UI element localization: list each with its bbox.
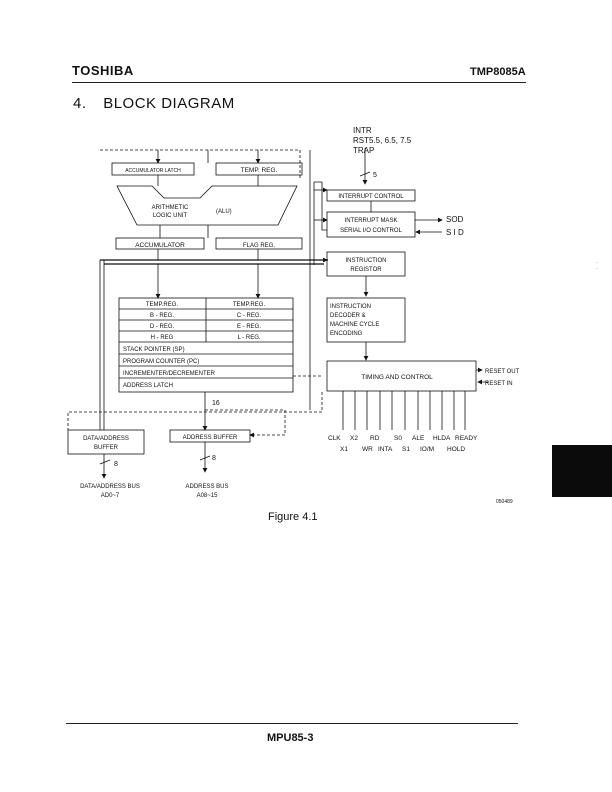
signal-iom: IO/M	[420, 446, 434, 453]
accumulator-latch-label: ACCUMULATOR LATCH	[125, 168, 181, 174]
signal-x2: X2	[350, 435, 358, 442]
data-address-buffer-label-2: BUFFER	[94, 445, 119, 451]
alu-label-1: ARITHMETIC	[152, 205, 189, 211]
alu-shape	[116, 185, 298, 226]
signal-rd: RD	[370, 435, 380, 442]
decoder-label-1: INSTRUCTION	[330, 304, 371, 310]
section-number: 4.	[73, 95, 87, 112]
flag-reg-label: FLAG REG.	[243, 243, 275, 249]
register-left-1: B - REG.	[150, 313, 174, 319]
trap-label: TRAP	[353, 146, 374, 155]
accumulator-label: ACCUMULATOR	[135, 242, 185, 249]
block-diagram: INTR RST5.5, 6.5, 7.5 TRAP 5 ACCUMULATOR…	[67, 126, 520, 505]
signal-wr: WR	[362, 446, 373, 453]
reset-out-label: RESET OUT	[485, 369, 520, 375]
timing-control-label: TIMING AND CONTROL	[361, 374, 433, 381]
signal-s0: S0	[394, 435, 402, 442]
register-right-0: TEMP.REG.	[233, 302, 266, 308]
data-address-buffer-box	[67, 429, 145, 455]
figure-caption: Figure 4.1	[268, 511, 318, 523]
brand-logo: TOSHIBA	[72, 63, 134, 78]
program-counter-row: PROGRAM COUNTER (PC)	[123, 359, 199, 365]
part-number: TMP8085A	[470, 66, 526, 78]
signal-inta: INTA	[378, 446, 393, 453]
temp-reg-label: TEMP. REG.	[241, 167, 278, 174]
stack-pointer-row: STACK POINTER (SP)	[123, 347, 185, 353]
interrupt-mask-label-2: SERIAL I/O CONTROL	[340, 228, 402, 234]
signal-s1: S1	[402, 446, 410, 453]
bus-width-low: 8	[114, 461, 118, 468]
rst-label: RST5.5, 6.5, 7.5	[353, 136, 412, 145]
accumulator-latch-box	[111, 162, 195, 176]
alu-abbr-label: (ALU)	[216, 209, 232, 215]
register-right-3: L - REG.	[237, 335, 260, 341]
data-address-bus-label-2: AD0~7	[101, 493, 120, 499]
register-left-3: H - REG	[151, 335, 174, 341]
section-heading: 4. BLOCK DIAGRAM	[73, 95, 235, 112]
signal-hlda: HLDA	[433, 435, 451, 442]
incrementer-row: INCREMENTER/DECREMENTER	[123, 371, 216, 377]
alu-label-2: LOGIC UNIT	[153, 213, 188, 219]
address-buffer-label: ADDRESS BUFFER	[183, 435, 238, 441]
sod-label: SOD	[446, 215, 464, 224]
section-tab-marker	[552, 445, 612, 497]
signal-x1: X1	[340, 446, 348, 453]
signal-hold: HOLD	[447, 446, 465, 453]
header-rule	[72, 82, 526, 83]
figure-code: 050489	[496, 499, 513, 505]
section-title: BLOCK DIAGRAM	[103, 95, 235, 112]
decoder-label-4: ENCODING	[330, 331, 363, 337]
interrupt-bus-width: 5	[373, 172, 377, 179]
edge-mark: ··	[596, 260, 598, 272]
decoder-label-3: MACHINE CYCLE	[330, 322, 379, 328]
interrupt-control-label: INTERRUPT CONTROL	[338, 194, 404, 200]
footer-rule	[66, 723, 518, 724]
interrupt-mask-label-1: INTERRUPT MASK	[345, 218, 398, 224]
address-buffer-box	[169, 429, 251, 443]
data-address-bus-label-1: DATA/ADDRESS BUS	[80, 484, 140, 490]
reset-in-label: RESET IN	[485, 381, 513, 387]
sid-label: S I D	[446, 228, 464, 237]
register-left-0: TEMP.REG.	[146, 302, 179, 308]
flag-reg-box	[215, 237, 303, 250]
signal-ready: READY	[455, 435, 478, 442]
signal-ale: ALE	[412, 435, 425, 442]
timing-control-box	[326, 360, 477, 392]
register-right-1: C - REG.	[237, 313, 262, 319]
page-number: MPU85-3	[267, 732, 314, 744]
decoder-label-2: DECODER &	[330, 313, 366, 319]
internal-bus-width: 16	[212, 400, 220, 407]
data-address-buffer-label-1: DATA/ADDRESS	[83, 436, 129, 442]
address-latch-row: ADDRESS LATCH	[123, 383, 173, 389]
register-left-2: D - REG.	[150, 324, 175, 330]
register-right-2: E - REG.	[237, 324, 261, 330]
signal-clk: CLK	[328, 435, 341, 442]
intr-label: INTR	[353, 126, 372, 135]
instruction-register-label-1: INSTRUCTION	[346, 258, 387, 264]
address-bus-label-1: ADDRESS BUS	[185, 484, 228, 490]
address-bus-label-2: A08~15	[197, 493, 219, 499]
instruction-register-label-2: REGISTOR	[350, 267, 382, 273]
bus-width-high: 8	[212, 455, 216, 462]
